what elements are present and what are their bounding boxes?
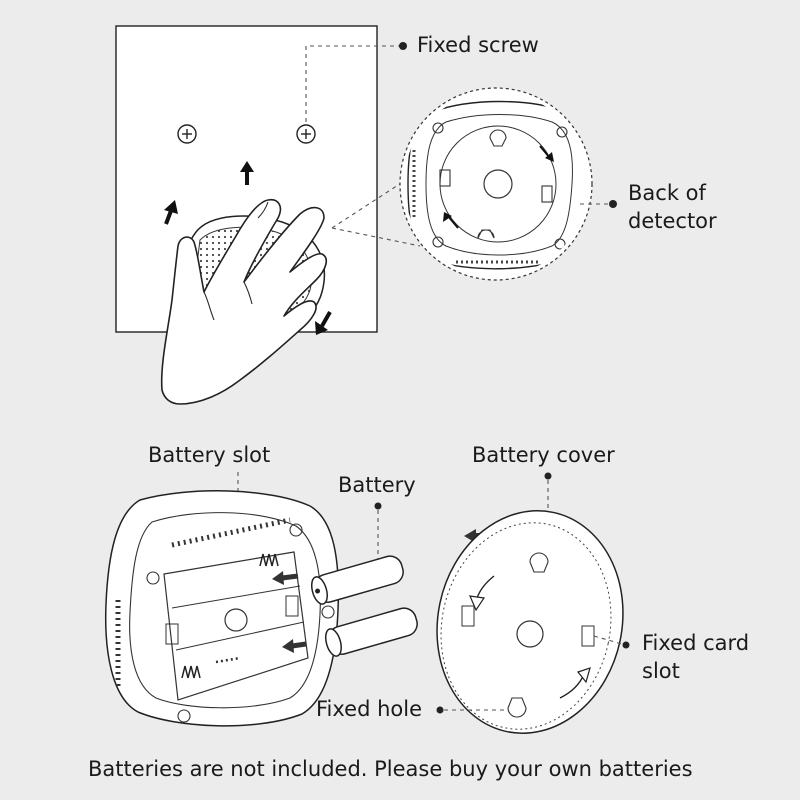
battery-cover-label: Battery cover	[472, 443, 615, 467]
arrow-icon	[240, 161, 254, 185]
fixed-screw-leader	[305, 45, 400, 122]
leader-dot	[544, 472, 552, 480]
fixed-card-slot-leader	[593, 635, 623, 645]
fixed-card-slot-label-line2: slot	[642, 659, 680, 683]
leader-dot	[609, 200, 617, 208]
battery-slot-label: Battery slot	[148, 443, 270, 467]
battery-cover	[436, 510, 624, 734]
screw-icon	[296, 124, 316, 144]
screw-icon	[177, 124, 197, 144]
arrow-icon	[315, 311, 332, 335]
detector-body	[104, 490, 340, 727]
spring-icon	[181, 665, 201, 679]
back-of-detector-view	[407, 100, 588, 270]
leader-dot	[622, 641, 630, 649]
fixed-card-slot-label-line1: Fixed card	[642, 631, 749, 655]
arrow-icon	[272, 571, 299, 585]
arrow-icon	[282, 639, 307, 653]
battery-icon	[310, 555, 404, 605]
battery-icon	[324, 607, 418, 657]
hand-icon	[160, 198, 328, 405]
leader-dot	[436, 706, 444, 714]
spring-icon	[259, 553, 279, 567]
footer-note: Batteries are not included. Please buy y…	[88, 757, 693, 781]
leader-dot	[374, 502, 382, 510]
back-of-detector-label-line1: Back of	[628, 181, 707, 205]
back-of-detector-label-line2: detector	[628, 209, 717, 233]
arrow-icon	[164, 200, 178, 225]
fixed-hole-label: Fixed hole	[316, 697, 422, 721]
battery-label: Battery	[338, 473, 416, 497]
polarity-mark	[215, 656, 241, 664]
leader-dot	[399, 42, 407, 50]
fixed-screw-label: Fixed screw	[417, 33, 539, 57]
